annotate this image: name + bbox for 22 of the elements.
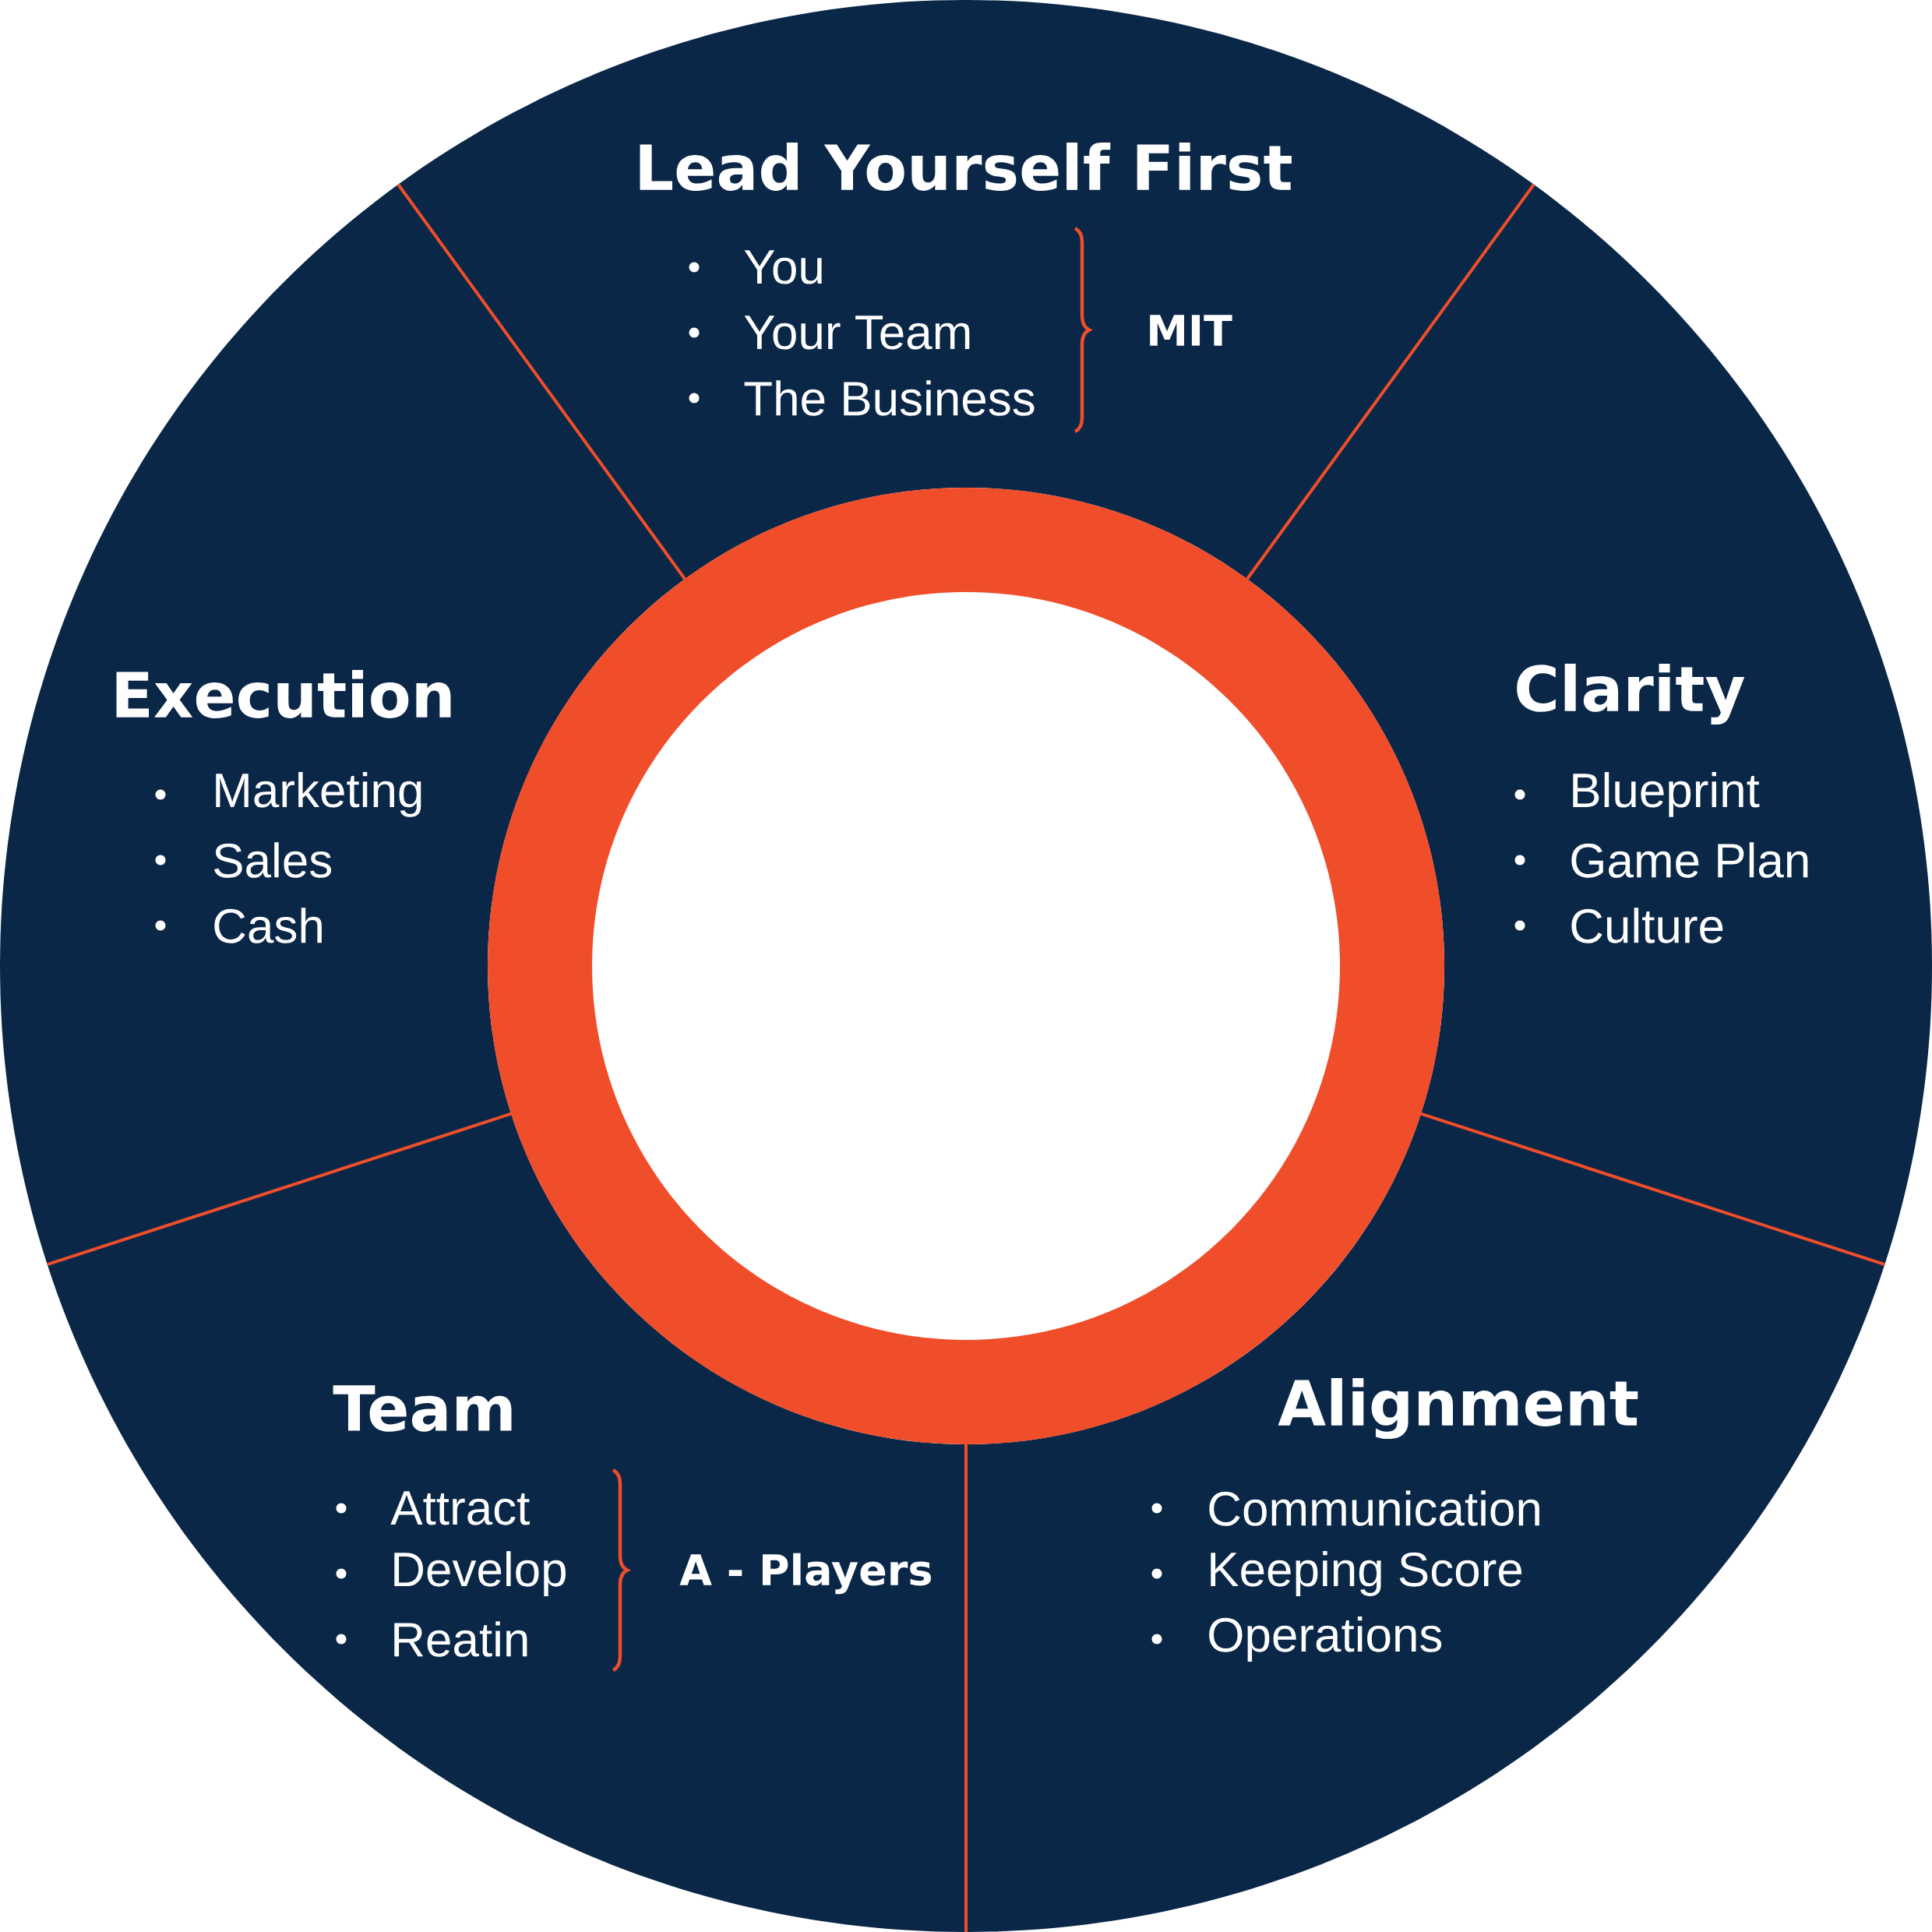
sector-heading: Execution xyxy=(116,670,451,718)
list-item: Operations xyxy=(1209,1616,1442,1662)
list-item: Reatin xyxy=(394,1621,527,1657)
list-item: Communication xyxy=(1209,1490,1539,1526)
list-item: You xyxy=(744,250,822,284)
list-item: Develop xyxy=(394,1551,566,1596)
list-item: Attract xyxy=(390,1491,530,1525)
brace-label: MIT xyxy=(1150,315,1232,346)
brace-label: A - Players xyxy=(679,1553,931,1595)
list-item: Game Plan xyxy=(1571,842,1808,878)
list-item: Keeping Score xyxy=(1211,1551,1522,1596)
list-item: The Business xyxy=(744,380,1035,416)
list-item: Cash xyxy=(214,908,322,943)
list-item: Your Team xyxy=(744,316,970,350)
sector-heading: Lead Yourself First xyxy=(640,143,1292,191)
sector-heading: Alignment xyxy=(1278,1377,1638,1439)
list-item: Culture xyxy=(1571,908,1723,943)
list-item: Sales xyxy=(214,842,332,878)
sector-heading: Team xyxy=(333,1385,512,1432)
list-item: Blueprint xyxy=(1573,772,1760,817)
list-item: Marketing xyxy=(216,772,421,817)
sector-heading: Clarity xyxy=(1517,663,1745,724)
